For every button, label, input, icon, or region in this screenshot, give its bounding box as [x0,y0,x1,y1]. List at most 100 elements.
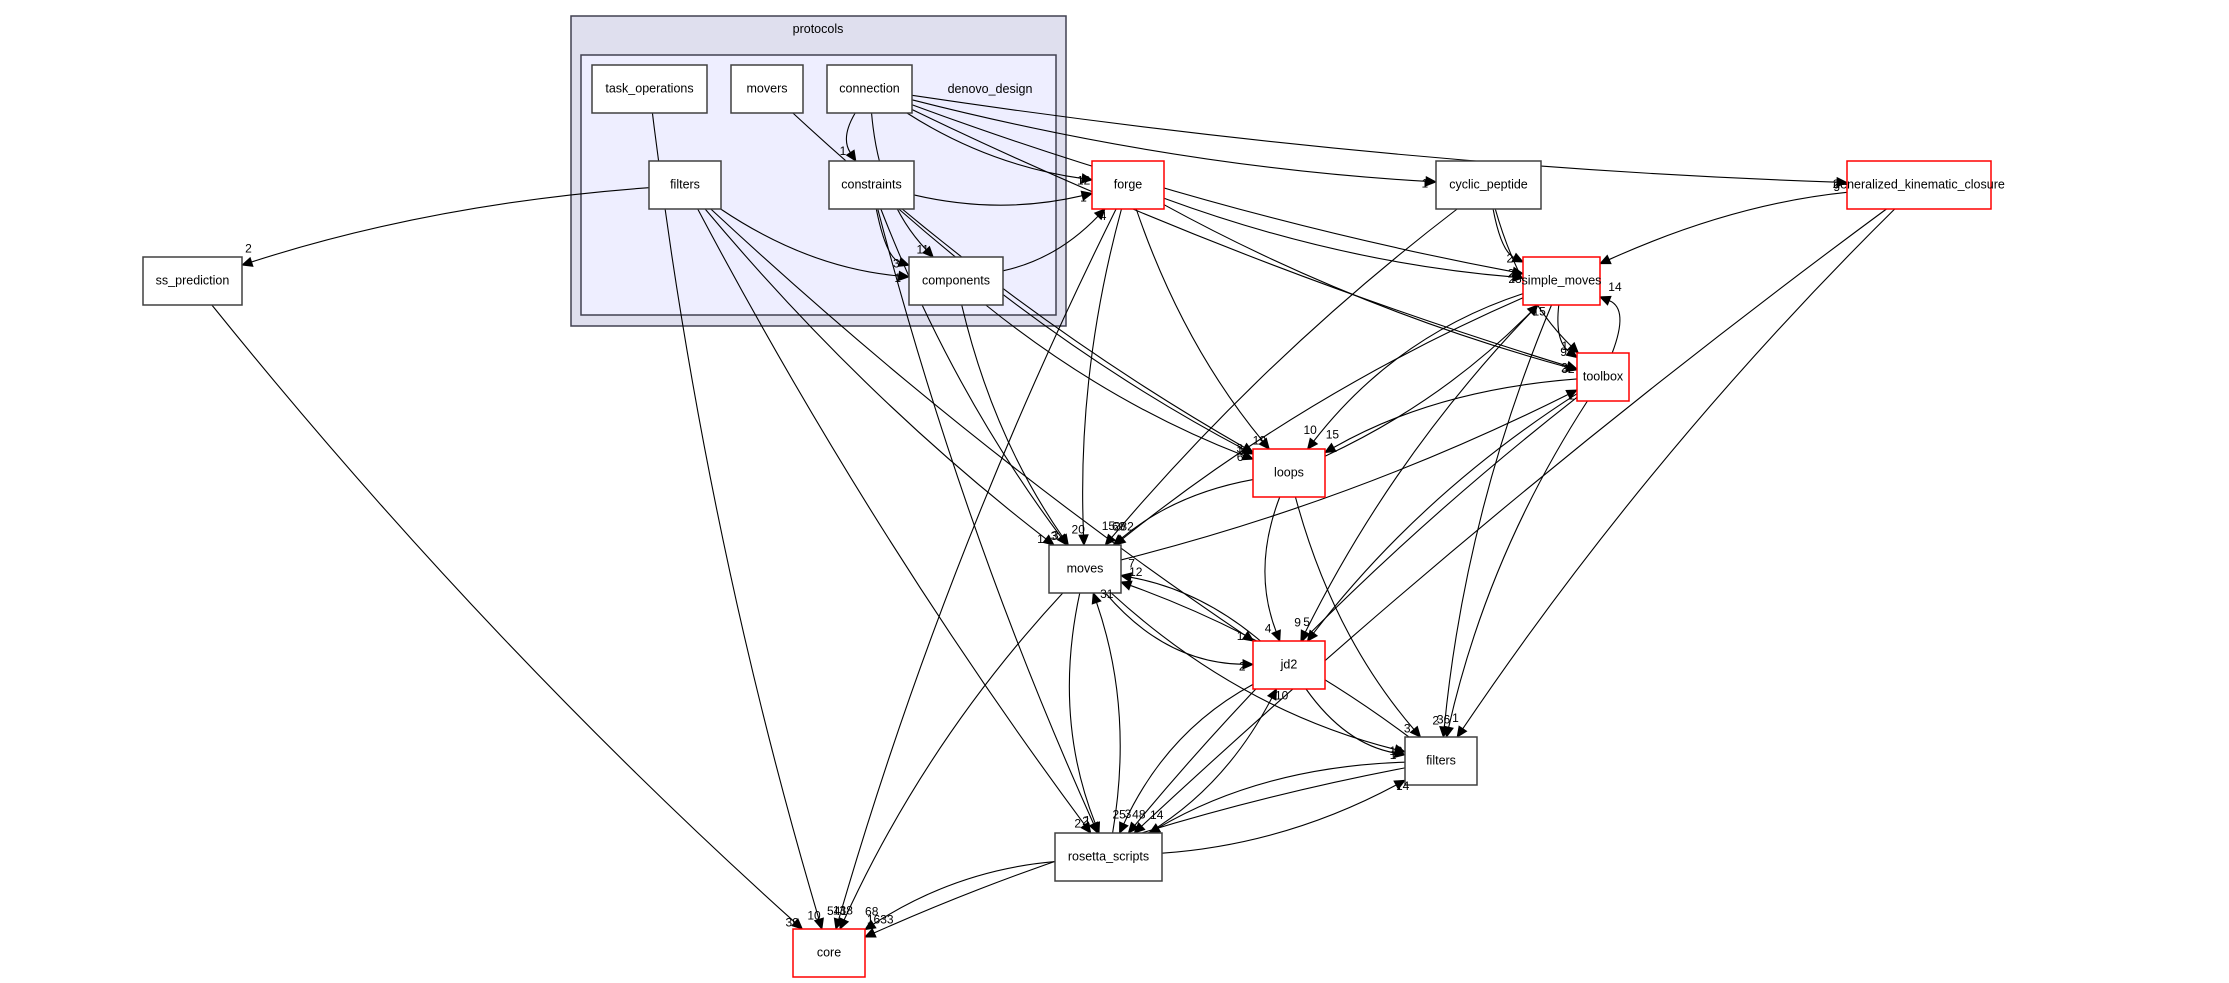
edge-simple_moves-to-filters[interactable] [1443,304,1553,728]
edge-label[interactable]: 1 [840,144,847,158]
node-simple-moves[interactable]: simple_moves [1522,256,1602,306]
edge-label[interactable]: 3 [1051,529,1058,543]
edge-cyclic_peptide-to-simple_moves[interactable] [1492,208,1515,259]
edge-filters_dd-to-components[interactable] [720,208,900,277]
edge-label[interactable]: 4 [1265,622,1272,636]
node-box[interactable] [792,928,866,978]
edge-forge-to-loops[interactable] [1135,208,1264,442]
edge-moves-to-rosetta_scripts[interactable] [1068,592,1096,824]
edge-label[interactable]: 31 [1100,587,1114,601]
node-box[interactable] [142,256,243,306]
node-box[interactable] [1252,640,1326,690]
node-label[interactable]: filters [670,177,700,191]
node-connection[interactable]: connection [826,64,913,114]
node-label[interactable]: constraints [841,177,901,191]
edge-components-to-moves[interactable] [961,304,1063,538]
edge-label[interactable]: 1 [1562,339,1569,353]
edge-toolbox-to-simple_moves[interactable] [1609,300,1621,354]
edge-ss_prediction-to-core[interactable] [211,304,796,923]
node-cyclic-peptide[interactable]: cyclic_peptide [1435,160,1542,210]
edge-label[interactable]: 2 [1432,713,1439,727]
edge-label[interactable]: 14 [1608,280,1622,294]
node-box[interactable] [1091,160,1165,210]
edge-label[interactable]: 3 [1052,528,1059,542]
edge-label[interactable]: 11 [916,242,929,256]
node-box[interactable] [1522,256,1601,306]
edge-filters_dd-to-moves[interactable] [704,208,1047,540]
node-components[interactable]: components [908,256,1004,306]
node-ss-prediction[interactable]: ss_prediction [142,256,243,306]
node-box[interactable] [1048,544,1122,594]
edge-label[interactable]: 5 [1303,615,1310,629]
edge-loops-to-moves[interactable] [1120,479,1254,539]
node-filters[interactable]: filters [1404,736,1478,786]
edge-label[interactable]: 2 [1082,814,1089,828]
edge-label[interactable]: 12 [1077,173,1091,187]
edge-label[interactable]: 2 [1506,252,1513,266]
edge-label[interactable]: 10 [1303,423,1317,437]
node-box[interactable] [591,64,708,114]
node-box[interactable] [648,160,722,210]
edge-label[interactable]: 2 [1833,177,1840,191]
node-filters-dd[interactable]: filters [648,160,722,210]
edge-label[interactable]: 10 [1275,689,1289,703]
node-toolbox[interactable]: toolbox [1576,352,1630,402]
edge-loops-to-simple_moves[interactable] [1324,311,1532,457]
edge-label[interactable]: 1 [1236,443,1243,457]
edge-label[interactable]: 2 [1561,361,1568,375]
node-label[interactable]: connection [839,81,900,95]
edge-moves-to-core[interactable] [843,592,1064,921]
edge-generalized_kinematic_closure-to-filters[interactable] [1462,208,1896,730]
edge-forge-to-toolbox[interactable] [1163,204,1568,368]
edge-label[interactable]: 12 [1129,565,1143,579]
edge-components-to-forge[interactable] [1002,215,1099,272]
edge-generalized_kinematic_closure-to-simple_moves[interactable] [1608,191,1848,261]
edge-filters-to-rosetta_scripts[interactable] [1157,761,1406,829]
edge-label[interactable]: 15 [1102,519,1116,533]
edge-label[interactable]: 1 [1237,629,1244,643]
node-box[interactable] [1576,352,1630,402]
edge-task_operations-to-core[interactable] [651,112,820,920]
edge-label[interactable]: 1 [1568,389,1575,403]
edge-simple_moves-to-moves[interactable] [1122,297,1524,540]
edge-label[interactable]: 3 [893,257,900,271]
node-movers[interactable]: movers [730,64,804,114]
edge-label[interactable]: 39 [786,915,800,929]
edge-label[interactable]: 541 [827,904,847,918]
node-core[interactable]: core [792,928,866,978]
edge-label[interactable]: 1 [1080,190,1087,204]
node-label[interactable]: cyclic_peptide [1449,177,1528,191]
node-box[interactable] [1252,448,1326,498]
edge-forge-to-core[interactable] [838,208,1117,920]
edge-jd2-to-filters[interactable] [1305,688,1396,754]
node-label[interactable]: core [817,945,841,959]
edge-label[interactable]: 138 [833,904,853,918]
edge-rosetta_scripts-to-moves[interactable] [1096,602,1121,834]
edge-constraints-to-moves[interactable] [880,208,1062,538]
edge-forge-to-simple_moves[interactable] [1163,197,1514,278]
node-label[interactable]: simple_moves [1522,273,1602,287]
edge-label[interactable]: 1633 [867,913,894,927]
node-loops[interactable]: loops [1252,448,1326,498]
node-generalized-kinematic-closure[interactable]: generalized_kinematic_closure [1833,160,2005,210]
node-constraints[interactable]: constraints [828,160,915,210]
edge-label[interactable]: 1 [1390,748,1397,762]
edge-filters_dd-to-rosetta_scripts[interactable] [697,208,1086,826]
edge-label[interactable]: 15 [1532,305,1546,319]
edge-components-to-loops[interactable] [985,304,1244,457]
node-label[interactable]: components [922,273,990,287]
edge-label[interactable]: 10 [1389,744,1403,758]
edge-toolbox-to-filters[interactable] [1448,400,1588,728]
edge-label[interactable]: 1 [1452,711,1459,725]
node-box[interactable] [826,64,913,114]
edge-label[interactable]: 68 [865,904,879,918]
edge-cyclic_peptide-to-moves[interactable] [1111,208,1458,538]
edge-filters_dd-to-ss_prediction[interactable] [251,187,650,263]
edge-label[interactable]: 15 [1326,428,1340,442]
edge-simple_moves-to-toolbox[interactable] [1557,304,1570,353]
edge-label[interactable]: 2 [1239,659,1246,673]
node-label[interactable]: jd2 [1280,657,1298,671]
edge-label[interactable]: 36 [1437,712,1451,726]
edge-connection-to-constraints[interactable] [845,112,856,153]
edge-label[interactable]: 3 [1125,807,1132,821]
